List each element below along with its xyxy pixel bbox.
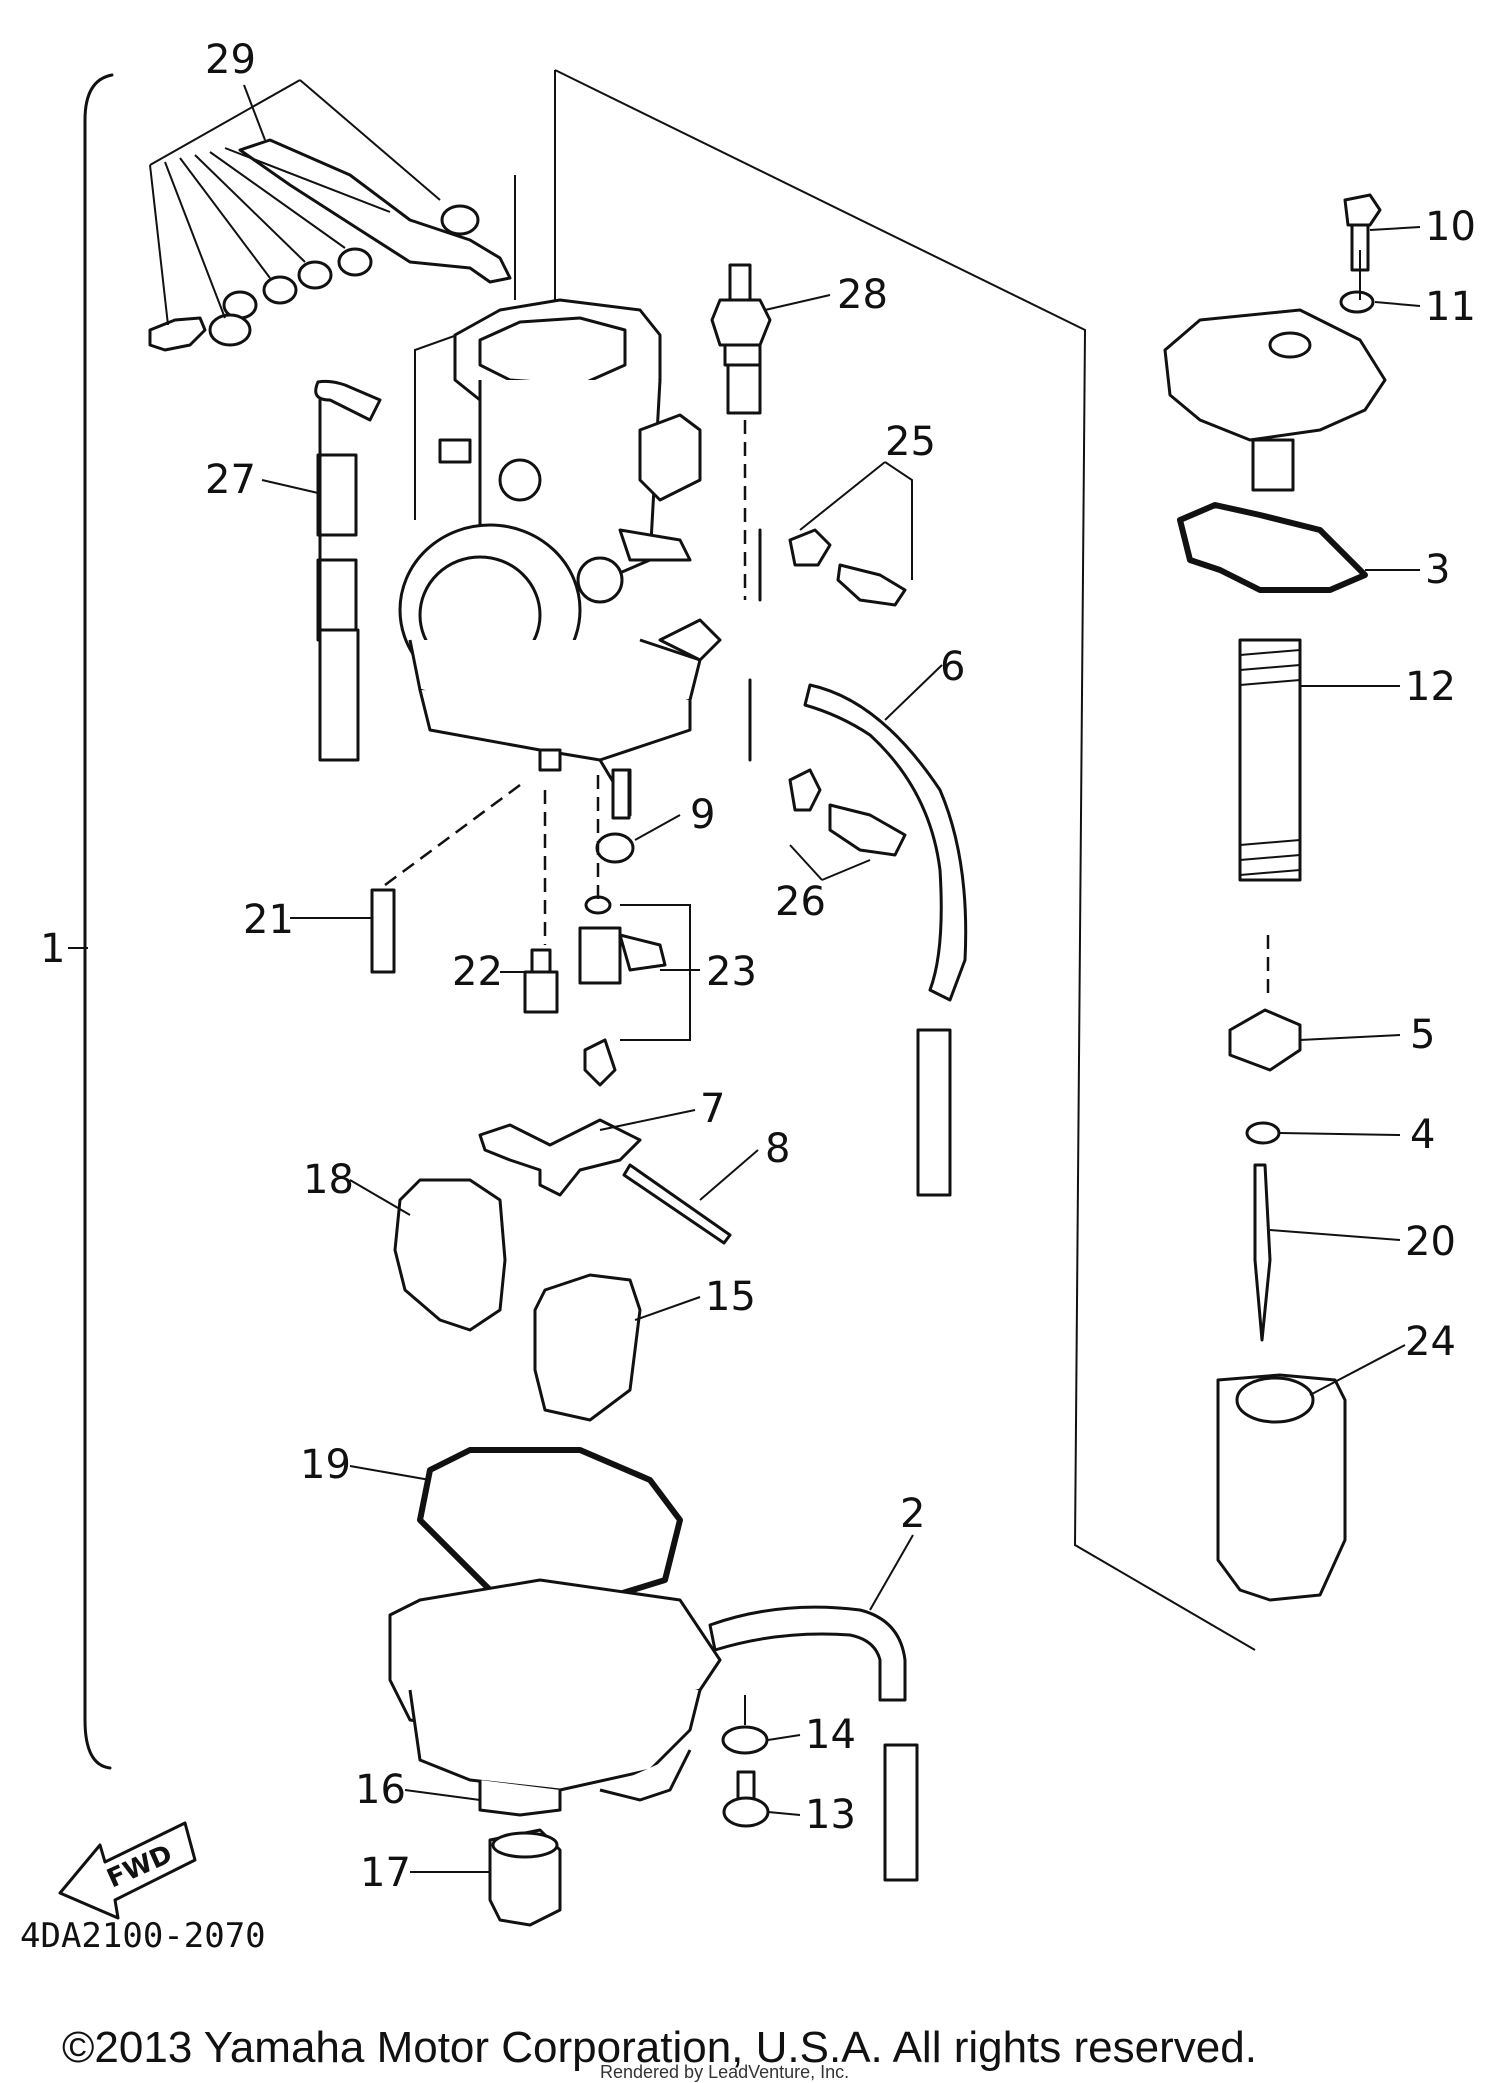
leader-25 xyxy=(799,461,913,580)
callout-10: 10 xyxy=(1425,204,1476,250)
part-10-bolt xyxy=(1343,193,1382,272)
callout-19: 19 xyxy=(300,1442,351,1488)
leader-4 xyxy=(1279,1132,1401,1136)
callout-12: 12 xyxy=(1405,664,1456,710)
leader-11 xyxy=(1374,301,1421,307)
callout-28: 28 xyxy=(837,272,888,318)
assembly-bracket xyxy=(83,73,114,1770)
callout-15: 15 xyxy=(705,1274,756,1320)
leader-8 xyxy=(699,1149,759,1201)
rendered-by-text: Rendered by LeadVenture, Inc. xyxy=(600,2062,849,2082)
leader-10 xyxy=(1369,226,1421,231)
callout-26: 26 xyxy=(775,879,826,925)
leader-28 xyxy=(764,294,831,311)
part-6-hose-end xyxy=(916,1028,952,1197)
part-11-washer xyxy=(1339,290,1375,314)
fwd-arrow-icon: FWD xyxy=(58,1821,197,1920)
callout-13: 13 xyxy=(805,1792,856,1838)
callout-7: 7 xyxy=(700,1086,725,1132)
part-25-screw-set xyxy=(758,528,907,607)
part-16-float-bowl xyxy=(388,1578,722,1817)
part-12-spring xyxy=(1238,638,1302,1000)
callout-24: 24 xyxy=(1405,1319,1456,1365)
top-cap xyxy=(1163,308,1387,492)
part-20-needle xyxy=(1253,1163,1272,1342)
leader-18 xyxy=(349,1179,411,1216)
part-2-hose xyxy=(708,1605,907,1702)
leader-27 xyxy=(261,479,319,494)
boundary-line xyxy=(554,69,1256,1651)
callout-17: 17 xyxy=(360,1850,411,1896)
callout-22: 22 xyxy=(452,949,503,995)
part-9-washer xyxy=(595,832,635,864)
leader-26 xyxy=(789,844,871,881)
leader-14 xyxy=(767,1734,801,1741)
part-18-float xyxy=(393,1178,507,1332)
carburetor-body xyxy=(398,298,722,820)
part-21-jet xyxy=(370,783,521,974)
part-19-gasket xyxy=(417,1447,683,1613)
part-28-starter-plunger xyxy=(710,263,772,600)
callout-1: 1 xyxy=(40,926,65,972)
leader-20 xyxy=(1269,1229,1401,1241)
callout-4: 4 xyxy=(1410,1112,1435,1158)
leader-15 xyxy=(634,1296,701,1321)
part-15-float xyxy=(533,1273,642,1422)
leader-19 xyxy=(349,1465,431,1481)
callout-16: 16 xyxy=(355,1767,406,1813)
callout-8: 8 xyxy=(765,1126,790,1172)
part-4-clip xyxy=(1245,1121,1281,1145)
callout-9: 9 xyxy=(690,792,715,838)
callout-23: 23 xyxy=(706,949,757,995)
callout-2: 2 xyxy=(900,1491,925,1537)
part-13-screw xyxy=(722,1695,770,1828)
leader-2 xyxy=(869,1534,914,1611)
part-29-throttle-plate xyxy=(148,79,516,352)
callout-18: 18 xyxy=(303,1157,354,1203)
callout-29: 29 xyxy=(205,37,256,83)
callout-5: 5 xyxy=(1410,1012,1435,1058)
part-17-drain-plug xyxy=(488,1828,562,1927)
callout-27: 27 xyxy=(205,457,256,503)
part-6-hose xyxy=(803,683,968,1002)
leader-7 xyxy=(599,1109,696,1131)
part-5-spring-seat xyxy=(1228,1008,1302,1072)
leader-29 xyxy=(243,84,266,141)
leader-5 xyxy=(1299,1034,1401,1041)
part-8-pin xyxy=(622,1163,732,1245)
part-24-throttle-valve xyxy=(1216,1373,1347,1602)
part-27-vent-hose xyxy=(314,379,382,762)
leader-24 xyxy=(1309,1344,1406,1396)
leader-16 xyxy=(404,1789,481,1801)
part-7-holder xyxy=(478,1118,642,1197)
callout-3: 3 xyxy=(1425,547,1450,593)
leader-6 xyxy=(884,664,943,721)
part-22-main-jet xyxy=(523,790,559,1014)
part-3-gasket xyxy=(1177,502,1368,593)
callout-20: 20 xyxy=(1405,1219,1456,1265)
callout-25: 25 xyxy=(885,419,936,465)
callout-14: 14 xyxy=(805,1712,856,1758)
leader-9 xyxy=(634,814,681,841)
leader-13 xyxy=(767,1811,801,1816)
copyright-text: ©2013 Yamaha Motor Corporation, U.S.A. A… xyxy=(62,2023,1257,2072)
part-23-needle-valve xyxy=(578,775,691,1087)
callout-11: 11 xyxy=(1425,284,1476,330)
drawing-code: 4DA2100-2070 xyxy=(20,1916,266,1956)
part-2-hose-end xyxy=(883,1743,919,1882)
callout-21: 21 xyxy=(243,897,294,943)
part-14-washer xyxy=(721,1725,769,1755)
callout-6: 6 xyxy=(940,644,965,690)
part-26-screw-set xyxy=(748,678,907,857)
